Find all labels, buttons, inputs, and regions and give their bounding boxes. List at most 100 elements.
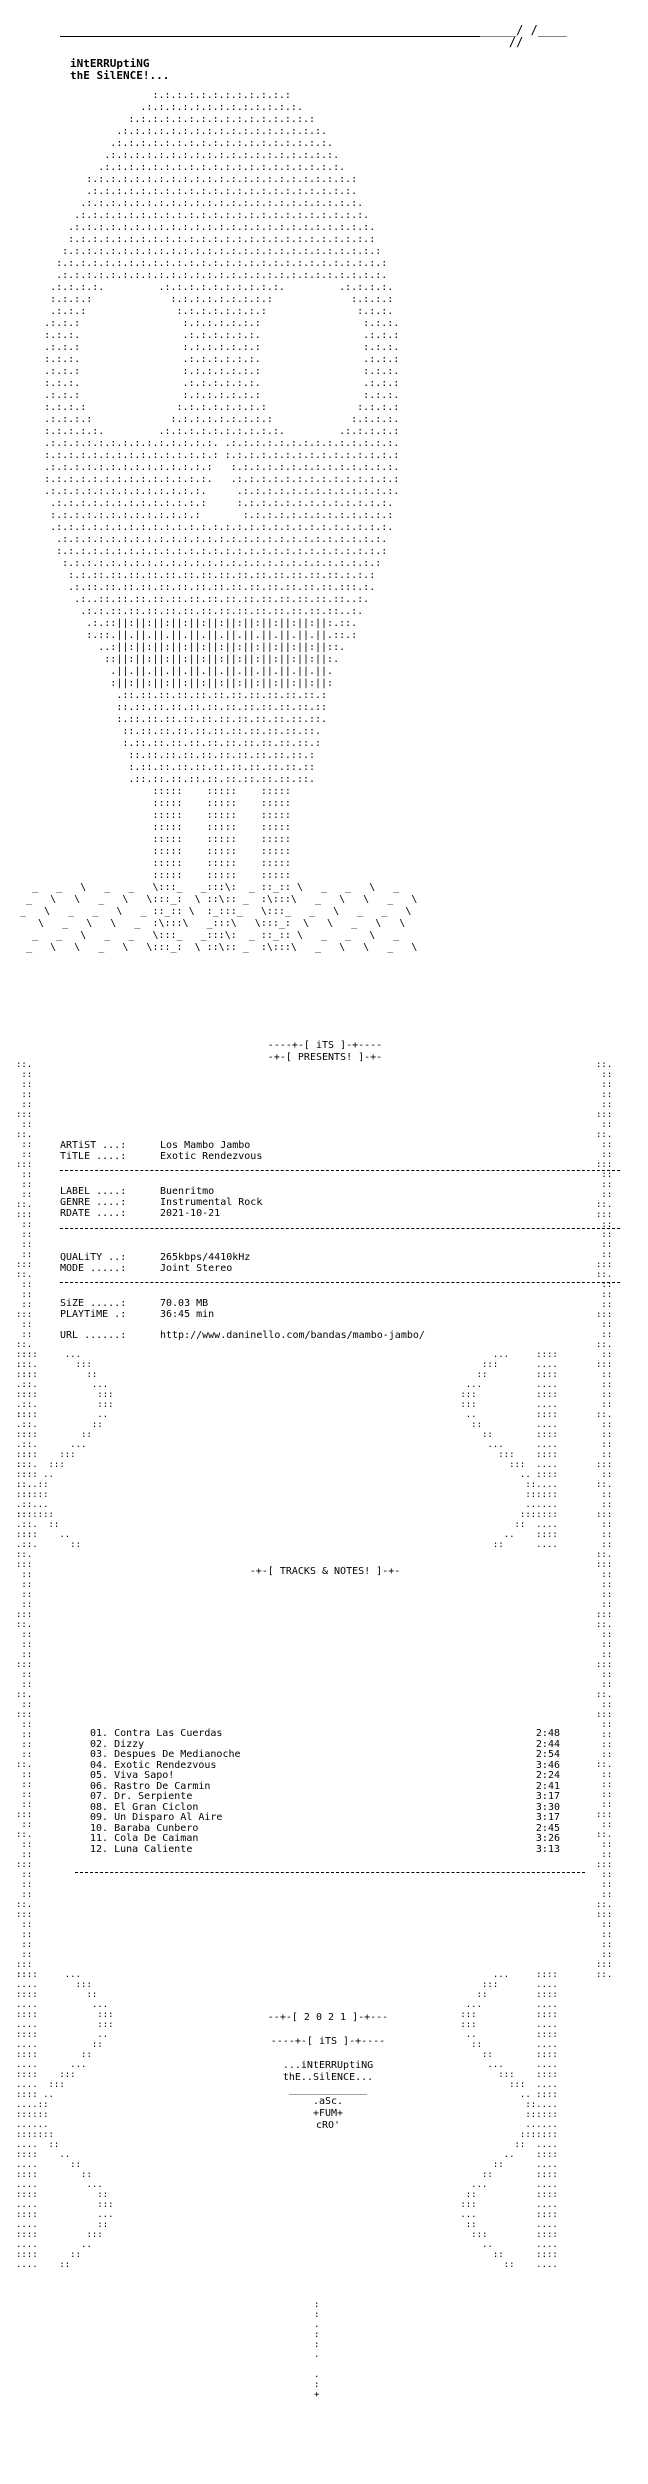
left-frame-ornament: ::. :: :: :: :: ::: :: ::. :: :: ::: :: …: [16, 1060, 33, 1980]
mode-row: MODE .....: Joint Stereo: [60, 1263, 620, 1274]
track-title: 09. Un Disparo Al Aire: [90, 1812, 223, 1823]
track-time: 2:45: [535, 1822, 560, 1834]
track-title: 05. Viva Sapo!: [90, 1770, 175, 1781]
track-title: 11. Cola De Caiman: [90, 1833, 199, 1844]
url-key: URL ......:: [60, 1330, 127, 1341]
artist-row: ARTiST ...:Los Mambo Jambo: [60, 1140, 620, 1151]
release-info-block-1: ARTiST ...:Los Mambo Jambo TiTLE ....: Ex…: [60, 1140, 620, 1162]
track-title: 01. Contra Las Cuerdas: [90, 1728, 223, 1739]
footer-tag: iTS: [318, 2036, 338, 2047]
footer-year: 2 0 2 1: [303, 2012, 347, 2023]
track-time: 2:44: [535, 1738, 560, 1750]
track-title: 03. Despues De Medianoche: [90, 1749, 241, 1760]
quality-key: QUALiTY ..:: [60, 1252, 127, 1263]
presents-tag: iTS: [315, 1040, 335, 1051]
separator: [75, 1872, 585, 1873]
track-time: 3:17: [535, 1791, 560, 1802]
size-row: SiZE .....: 70.03 MB: [60, 1298, 620, 1309]
label-row: LABEL ....: Buenritmo: [60, 1186, 620, 1197]
size-value: 70.03 MB: [160, 1298, 209, 1309]
track-title: 08. El Gran Ciclon: [90, 1801, 199, 1813]
track-row: 01. Contra Las Cuerdas 2:48: [90, 1728, 560, 1740]
separator: [60, 1170, 620, 1171]
track-time: 2:24: [535, 1770, 560, 1781]
skull-ascii-art: :.:.:.:.:.:.:.:.:.:.:.: .:.:.:.:.:.:.:.:…: [20, 90, 628, 990]
title-value: Exotic Rendezvous: [160, 1151, 263, 1162]
tracks-header-box: -+-[ TRACKS & NOTES! ]-+-: [160, 1566, 490, 1578]
presents-label: PRESENTS!: [297, 1052, 353, 1063]
release-info-block-4: SiZE .....: 70.03 MB PLAYTiME .: 36:45 min: [60, 1298, 620, 1320]
playtime-key: PLAYTiME .:: [60, 1309, 127, 1320]
track-title: 02. Dizzy: [90, 1738, 145, 1750]
track-row: 10. Baraba Cunbero 2:45: [90, 1822, 560, 1835]
track-title: 04. Exotic Rendezvous: [90, 1759, 217, 1771]
track-row: 07. Dr. Serpiente 3:17: [90, 1791, 560, 1803]
label-value: Buenritmo: [160, 1186, 215, 1197]
footer-group-line2: thE..SilENCE...: [282, 2072, 374, 2083]
bottom-tail-ornament: : : . : : . . : +: [314, 2300, 320, 2400]
playtime-value: 36:45 min: [160, 1309, 215, 1320]
track-row: 09. Un Disparo Al Aire 3:17: [90, 1812, 560, 1824]
header-group-line2: thE SilENCE!...: [70, 69, 170, 82]
footer-rule: _____________: [288, 2084, 368, 2095]
track-row: 04. Exotic Rendezvous 3:46: [90, 1759, 560, 1772]
url-value[interactable]: http://www.daninello.com/bandas/mambo-ja…: [160, 1330, 425, 1341]
playtime-row: PLAYTiME .: 36:45 min: [60, 1309, 620, 1320]
track-title: 07. Dr. Serpiente: [90, 1791, 193, 1802]
header-group-name: iNtERRUptiNG thE SilENCE!...: [70, 58, 169, 82]
size-key: SiZE .....:: [60, 1298, 127, 1309]
title-key: TiTLE ....:: [60, 1151, 127, 1162]
footer-credit3: cRO': [315, 2120, 341, 2131]
genre-row: GENRE ....:Instrumental Rock: [60, 1197, 620, 1208]
tracks-header-line: -+-[ TRACKS & NOTES! ]-+-: [249, 1566, 401, 1577]
url-row: URL ......: http://www.daninello.com/band…: [60, 1330, 620, 1341]
track-row: 11. Cola De Caiman 3:26: [90, 1833, 560, 1845]
label-key: LABEL ....:: [60, 1186, 127, 1197]
release-info-block-2: LABEL ....: Buenritmo GENRE ....:Instrume…: [60, 1186, 620, 1219]
footer-blank: [248, 2024, 408, 2036]
track-time: 3:17: [535, 1812, 560, 1823]
separator: [60, 1228, 620, 1229]
rdate-row: RDATE ....: 2021-10-21: [60, 1208, 620, 1219]
footer-box: --+-[ 2 0 2 1 ]-+--- ----+-[ iTS ]-+----…: [248, 2012, 408, 2132]
header-rule: [60, 36, 480, 37]
presents-box-label: -+-[ PRESENTS! ]-+-: [267, 1052, 383, 1063]
track-time: 2:41: [535, 1780, 560, 1792]
header-slash-ornament: _____/ /____ //: [480, 23, 567, 49]
track-time: 3:26: [535, 1833, 560, 1844]
track-row: 05. Viva Sapo! 2:24: [90, 1770, 560, 1782]
footer-blank: [248, 2048, 408, 2060]
header-group-line1: iNtERRUptiNG: [70, 57, 150, 70]
rdate-key: RDATE ....:: [60, 1208, 127, 1219]
separator: [60, 1282, 620, 1283]
artist-key: ARTiST ...:: [60, 1140, 127, 1151]
tracks-header: TRACKS & NOTES!: [279, 1566, 371, 1577]
presents-box: ----+-[ iTS ]-+---- -+-[ PRESENTS! ]-+-: [190, 1040, 460, 1064]
track-title: 10. Baraba Cunbero: [90, 1822, 199, 1834]
rdate-value: 2021-10-21: [160, 1208, 221, 1219]
quality-row: QUALiTY ..: 265kbps/4410kHz: [60, 1252, 620, 1263]
header: _____/ /____ //: [60, 10, 580, 70]
footer-tag-line: ----+-[ iTS ]-+----: [270, 2036, 386, 2047]
footer-credit1: .aSc.: [312, 2096, 344, 2107]
release-info-block-3: QUALiTY ..: 265kbps/4410kHz MODE .....: Jo…: [60, 1252, 620, 1274]
track-title: 12. Luna Caliente: [90, 1843, 193, 1855]
track-time: 3:46: [535, 1759, 560, 1771]
mode-value: Joint Stereo: [160, 1263, 233, 1274]
skull-art-text: :.:.:.:.:.:.:.:.:.:.:.: .:.:.:.:.:.:.:.:…: [20, 90, 418, 953]
right-frame-ornament: ::. :: :: :: :: ::: :: ::. :: :: ::: :: …: [596, 1060, 613, 1980]
track-time: 3:30: [535, 1801, 560, 1813]
mode-key: MODE .....:: [60, 1263, 127, 1274]
mid-ornament: :::: ... ... :::: .... ::: ::: ...: [16, 1350, 558, 1550]
footer-year-line: --+-[ 2 0 2 1 ]-+---: [267, 2012, 389, 2023]
track-time: 2:48: [535, 1728, 560, 1739]
release-info-block-5: URL ......: http://www.daninello.com/band…: [60, 1330, 620, 1341]
genre-key: GENRE ....:: [60, 1197, 127, 1208]
footer-credit2: +FUM+: [312, 2108, 344, 2119]
presents-box-top: ----+-[ iTS ]-+----: [267, 1040, 383, 1051]
quality-value: 265kbps/4410kHz: [160, 1252, 251, 1263]
